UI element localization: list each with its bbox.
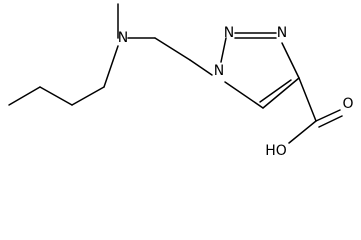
amine-nitrogen-label: N (118, 30, 128, 46)
bond-c1-c2 (8, 86, 41, 106)
hydroxyl-label: HO (265, 143, 287, 159)
bond-ring-carboxyl (298, 77, 317, 122)
bond-c-o-double-a (315, 109, 341, 122)
bond-c5-n1 (224, 81, 264, 109)
bond-n1-n2 (220, 37, 227, 63)
bond-c4-c5-b (259, 79, 292, 103)
bond-ch2-ch2 (154, 37, 191, 61)
bond-c-o-double-b (318, 115, 343, 128)
ring-n1-label: N (214, 63, 224, 79)
ring-n2-label: N (224, 25, 234, 41)
ring-n3-label: N (277, 25, 287, 41)
bond-c4-c5-a (262, 77, 300, 109)
bond-c4-n (103, 45, 119, 88)
carbonyl-oxygen-label: O (342, 96, 353, 112)
bond-n3-c4 (281, 42, 300, 79)
carboxyl-group (288, 77, 343, 144)
amine-linker (117, 3, 213, 76)
triazole-ring (220, 32, 300, 109)
bond-c2-c3 (39, 86, 73, 106)
molecule-diagram: N N N N HO O (8, 3, 354, 159)
bond-ch2-n1 (189, 59, 213, 76)
bond-c3-c4 (71, 86, 105, 106)
bond-c-oh (288, 120, 317, 144)
butyl-chain (8, 45, 119, 106)
